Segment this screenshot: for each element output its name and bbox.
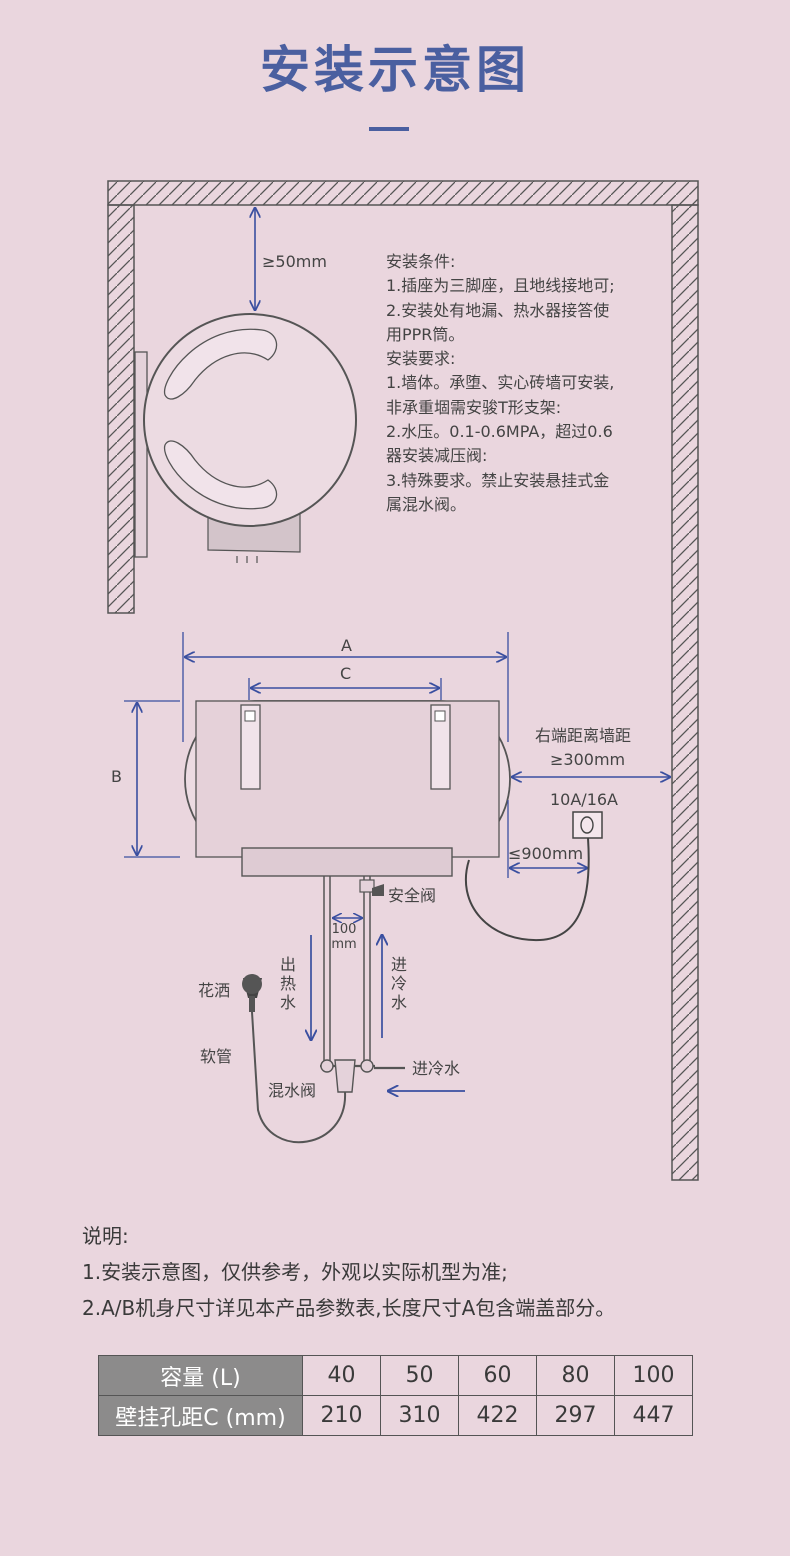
mixing-valve-label: 混水阀 xyxy=(268,1081,317,1100)
installation-conditions: 安装条件: 1.插座为三脚座，且地线接地可; 2.安装处有地漏、热水器接答使 用… xyxy=(386,250,656,517)
table-header-capacity: 容量 (L) xyxy=(98,1355,303,1396)
heater-side-view xyxy=(134,313,357,563)
table-cell: 310 xyxy=(380,1395,459,1436)
condition-line: 3.特殊要求。禁止安装悬挂式金 xyxy=(386,470,610,490)
condition-line: 2.水压。0.1-0.6MPA，超过0.6 xyxy=(386,422,613,442)
dim-a-label: A xyxy=(341,636,352,655)
condition-line: 安装要求: xyxy=(386,349,456,369)
table-header-spacing: 壁挂孔距C (mm) xyxy=(98,1395,303,1436)
table-cell: 210 xyxy=(302,1395,381,1436)
top-gap-label: ≥50mm xyxy=(262,252,327,271)
right-wall-value: ≥300mm xyxy=(550,750,626,769)
hot-water-out-label: 出热水 xyxy=(279,955,296,1012)
condition-line: 安装条件: xyxy=(386,252,456,271)
table-cell: 80 xyxy=(536,1355,615,1396)
dim-b-label: B xyxy=(111,767,122,786)
spec-table: 容量 (L) 40 50 60 80 100 壁挂孔距C (mm) 210 31… xyxy=(98,1355,693,1436)
table-cell: 297 xyxy=(536,1395,615,1436)
table-cell: 60 xyxy=(458,1355,537,1396)
condition-line: 1.墙体。承堕、实心砖墙可安装, xyxy=(386,373,615,393)
flow-arrows xyxy=(311,918,465,1091)
title-underline xyxy=(369,127,409,131)
cold-water-in-label: 进冷水 xyxy=(412,1059,461,1078)
page-title: 安装示意图 xyxy=(260,41,530,99)
wall-right xyxy=(671,204,699,1181)
condition-line: 非承重堌需安骏T形支架: xyxy=(386,397,562,417)
power-socket xyxy=(464,811,603,942)
right-wall-label: 右端距离墙距 xyxy=(535,726,632,745)
condition-line: 2.安装处有地漏、热水器接答使 xyxy=(386,300,610,320)
water-pipes xyxy=(242,876,405,1144)
table-cell: 50 xyxy=(380,1355,459,1396)
socket-rating-label: 10A/16A xyxy=(550,790,618,809)
note-line: 2.A/B机身尺寸详见本产品参数表,长度尺寸A包含端盖部分。 xyxy=(82,1296,616,1320)
table-cell: 447 xyxy=(614,1395,693,1436)
table-cell: 100 xyxy=(614,1355,693,1396)
notes-section: 说明: 1.安装示意图，仅供参考，外观以实际机型为准; 2.A/B机身尺寸详见本… xyxy=(82,1218,615,1326)
hose-label: 软管 xyxy=(200,1047,233,1066)
shower-label: 花洒 xyxy=(198,981,231,1000)
condition-line: 1.插座为三脚座，且地线接地可; xyxy=(386,276,615,296)
heater-front-view xyxy=(184,700,511,877)
dimension-lines xyxy=(124,632,670,878)
table-cell: 40 xyxy=(302,1355,381,1396)
pipe-gap-label: 100mm xyxy=(331,922,357,952)
safety-valve-label: 安全阀 xyxy=(388,886,437,905)
note-line: 1.安装示意图，仅供参考，外观以实际机型为准; xyxy=(82,1260,508,1284)
condition-line: 用PPR筒。 xyxy=(386,324,465,344)
cold-water-in-vertical-label: 进冷水 xyxy=(390,955,407,1012)
table-cell: 422 xyxy=(458,1395,537,1436)
wall-top-view xyxy=(107,180,699,614)
condition-line: 属混水阀。 xyxy=(386,494,467,514)
notes-heading: 说明: xyxy=(82,1224,129,1248)
condition-line: 器安装减压阀: xyxy=(386,446,488,466)
socket-distance-label: ≤900mm xyxy=(508,844,584,863)
table-row: 壁挂孔距C (mm) 210 310 422 297 447 xyxy=(98,1395,693,1436)
dim-c-label: C xyxy=(340,664,352,683)
table-row: 容量 (L) 40 50 60 80 100 xyxy=(98,1355,693,1396)
